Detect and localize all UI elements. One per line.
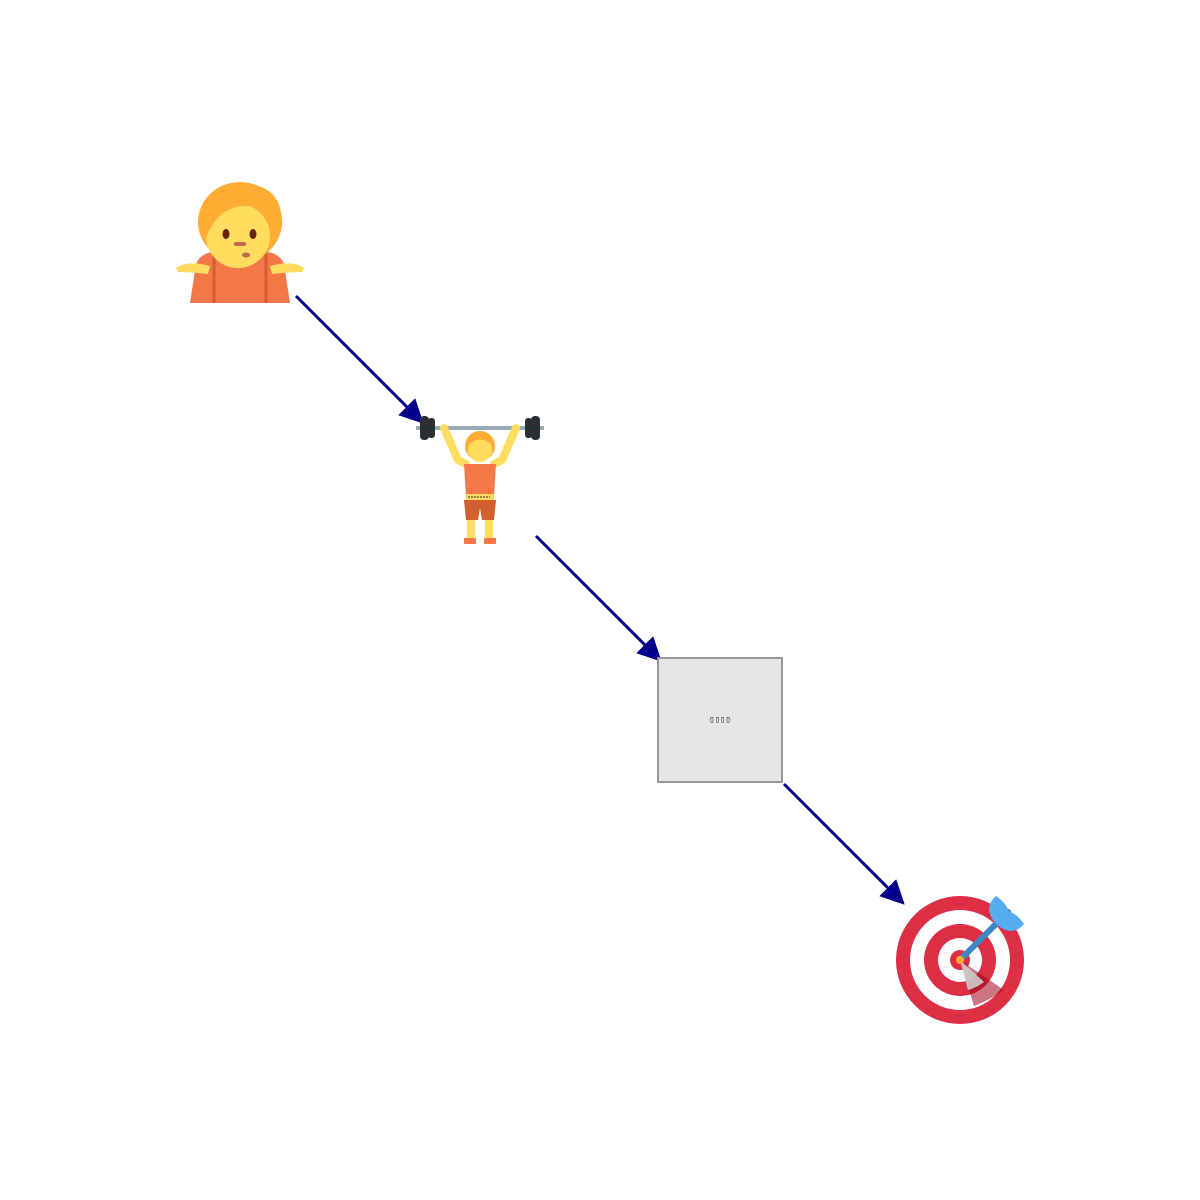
edge-lift-to-box: [534, 534, 662, 662]
edge-shrug-to-lift: [294, 294, 424, 424]
person-shrugging-icon: [176, 182, 304, 303]
box-node-label: ▯▯▯▯: [709, 715, 731, 725]
direct-hit-target-icon: [896, 896, 1024, 1024]
edge-box-to-target: [782, 782, 905, 905]
person-lifting-weights-icon: [416, 416, 544, 544]
placeholder-box-node: ▯▯▯▯: [657, 657, 783, 783]
